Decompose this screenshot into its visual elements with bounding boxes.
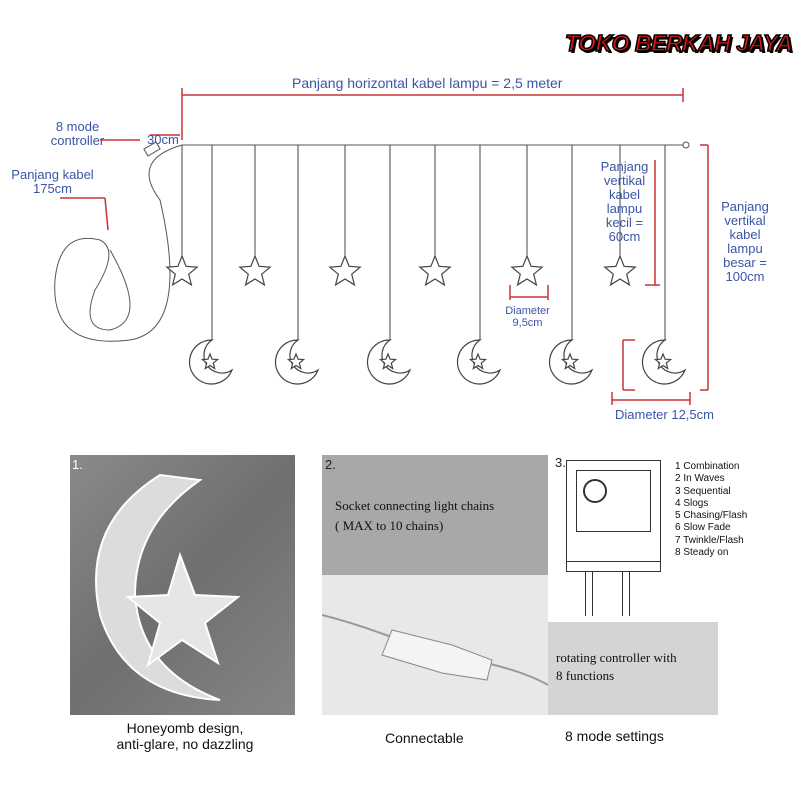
controller-knob — [583, 479, 607, 503]
large-diameter-label: Diameter 12,5cm — [615, 407, 714, 422]
panel-number: 1. — [72, 457, 83, 472]
panel-number: 3. — [555, 455, 566, 470]
caption-line: Honeyomb design, — [126, 720, 244, 736]
socket-note-box — [322, 455, 548, 575]
socket-note: Socket connecting light chains ( MAX to … — [335, 498, 494, 534]
inner-star-icon — [468, 352, 488, 370]
mode-item: 8 Steady on — [675, 547, 729, 559]
small-diameter-label: Diameter 9,5cm — [505, 305, 550, 329]
brand-logo: TOKO BERKAH JAYA — [564, 29, 793, 57]
cables — [54, 141, 690, 342]
controller-note-box — [548, 622, 718, 715]
star-light-icon — [238, 254, 272, 287]
controller-note: rotating controller with 8 functions — [556, 650, 677, 684]
moon-lights — [188, 339, 687, 385]
star-light-icon — [510, 254, 544, 287]
note-line: Socket connecting light chains — [335, 498, 495, 513]
offset-label: 30cm — [147, 132, 179, 147]
socket-photo — [321, 575, 549, 715]
curtain-light-diagram — [54, 88, 709, 405]
caption-3: 8 mode settings — [565, 728, 664, 744]
star-lights — [165, 254, 637, 287]
small-vertical-label: Panjang vertikal kabel lampu kecil = 60c… — [600, 159, 649, 244]
cable-length-label: Panjang kabel 175cm — [11, 167, 94, 196]
caption-2: Connectable — [385, 730, 464, 746]
note-line: 8 functions — [556, 668, 615, 683]
mode-item: 1 Combination — [675, 461, 740, 472]
inner-star-icon — [560, 352, 580, 370]
controller-label: 8 mode controller — [50, 119, 105, 148]
note-line: ( MAX to 10 chains) — [335, 518, 444, 533]
mode-item: 5 Chasing/Flash — [675, 510, 748, 522]
caption-line: anti-glare, no dazzling — [116, 736, 254, 752]
star-light-icon — [603, 254, 637, 287]
star-light-icon — [328, 254, 362, 287]
mode-item: 3 Sequential — [675, 485, 731, 497]
star-light-icon — [418, 254, 452, 287]
horizontal-length-label: Panjang horizontal kabel lampu = 2,5 met… — [292, 75, 563, 91]
inner-star-icon — [200, 352, 220, 370]
caption-1: Honeyomb design, anti-glare, no dazzling — [85, 720, 285, 752]
inner-star-icon — [286, 352, 306, 370]
star-icon — [125, 551, 241, 668]
mode-item: 2 In Waves — [675, 473, 725, 485]
mode-item: 4 Slogs — [675, 497, 709, 509]
inner-star-icon — [653, 352, 673, 370]
mode-item: 7 Twinkle/Flash — [675, 534, 744, 546]
inner-star-icon — [378, 352, 398, 370]
dimension-lines — [60, 88, 709, 405]
controller-drawing — [566, 460, 661, 616]
light-strands — [181, 145, 666, 340]
large-vertical-label: Panjang vertikal kabel lampu besar = 100… — [721, 199, 769, 284]
panel-number: 2. — [325, 457, 336, 472]
star-light-icon — [165, 254, 199, 287]
note-line: rotating controller with — [556, 650, 677, 665]
mode-item: 6 Slow Fade — [675, 522, 731, 534]
moon-icon — [95, 473, 221, 701]
honeycomb-photo — [70, 455, 295, 715]
